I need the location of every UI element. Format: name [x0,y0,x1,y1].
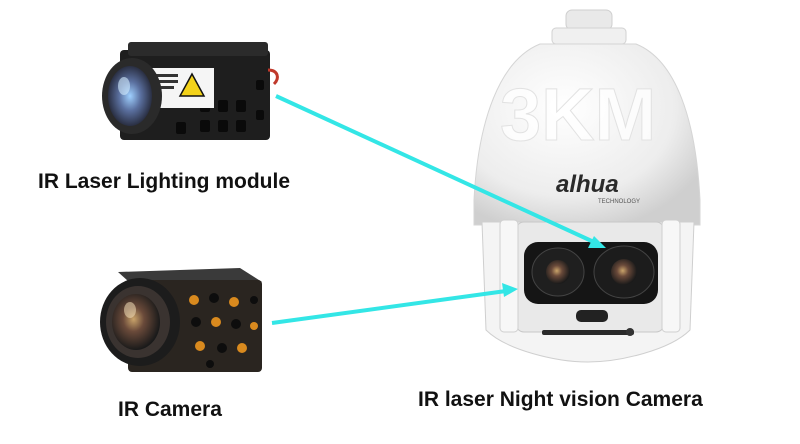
night-vision-camera: 3KM alhua TECHNOLOGY [473,9,701,363]
brand-logo-subtext: TECHNOLOGY [598,199,640,205]
ir-camera-lens-glass [112,294,160,350]
label-night-vision-camera: IR laser Night vision Camera [418,388,703,411]
camera-sensor [576,310,608,322]
label-ir-camera: IR Camera [118,398,222,421]
camera-dome [473,43,701,226]
laser-module-top [128,42,268,56]
arrow-laser-to-camera [275,94,597,245]
camera-wiper [542,330,634,335]
camera-right-pillar [661,219,681,333]
arrow-ircam-head [502,283,518,297]
camera-wiper-pivot [626,328,634,336]
camera-left-pillar [499,219,519,333]
camera-top-mount [565,9,613,31]
arrow-ircam-to-camera [271,289,507,325]
laser-module-lens [108,66,152,126]
brand-logo: alhua [556,171,619,198]
arrows [271,94,606,325]
ir-camera-holes [189,293,258,368]
laser-module [102,42,279,140]
label-laser-module: IR Laser Lighting module [38,170,291,193]
laser-warning-icon [178,72,206,97]
arrow-laser-head [588,236,606,248]
ir-camera-module [100,268,262,372]
camera-mount-neck [551,27,627,45]
camera-left-lens-glass [546,260,570,284]
camera-right-lens-glass [611,259,637,285]
laser-module-wires [267,68,279,86]
watermark-text: 3KM [500,73,656,156]
